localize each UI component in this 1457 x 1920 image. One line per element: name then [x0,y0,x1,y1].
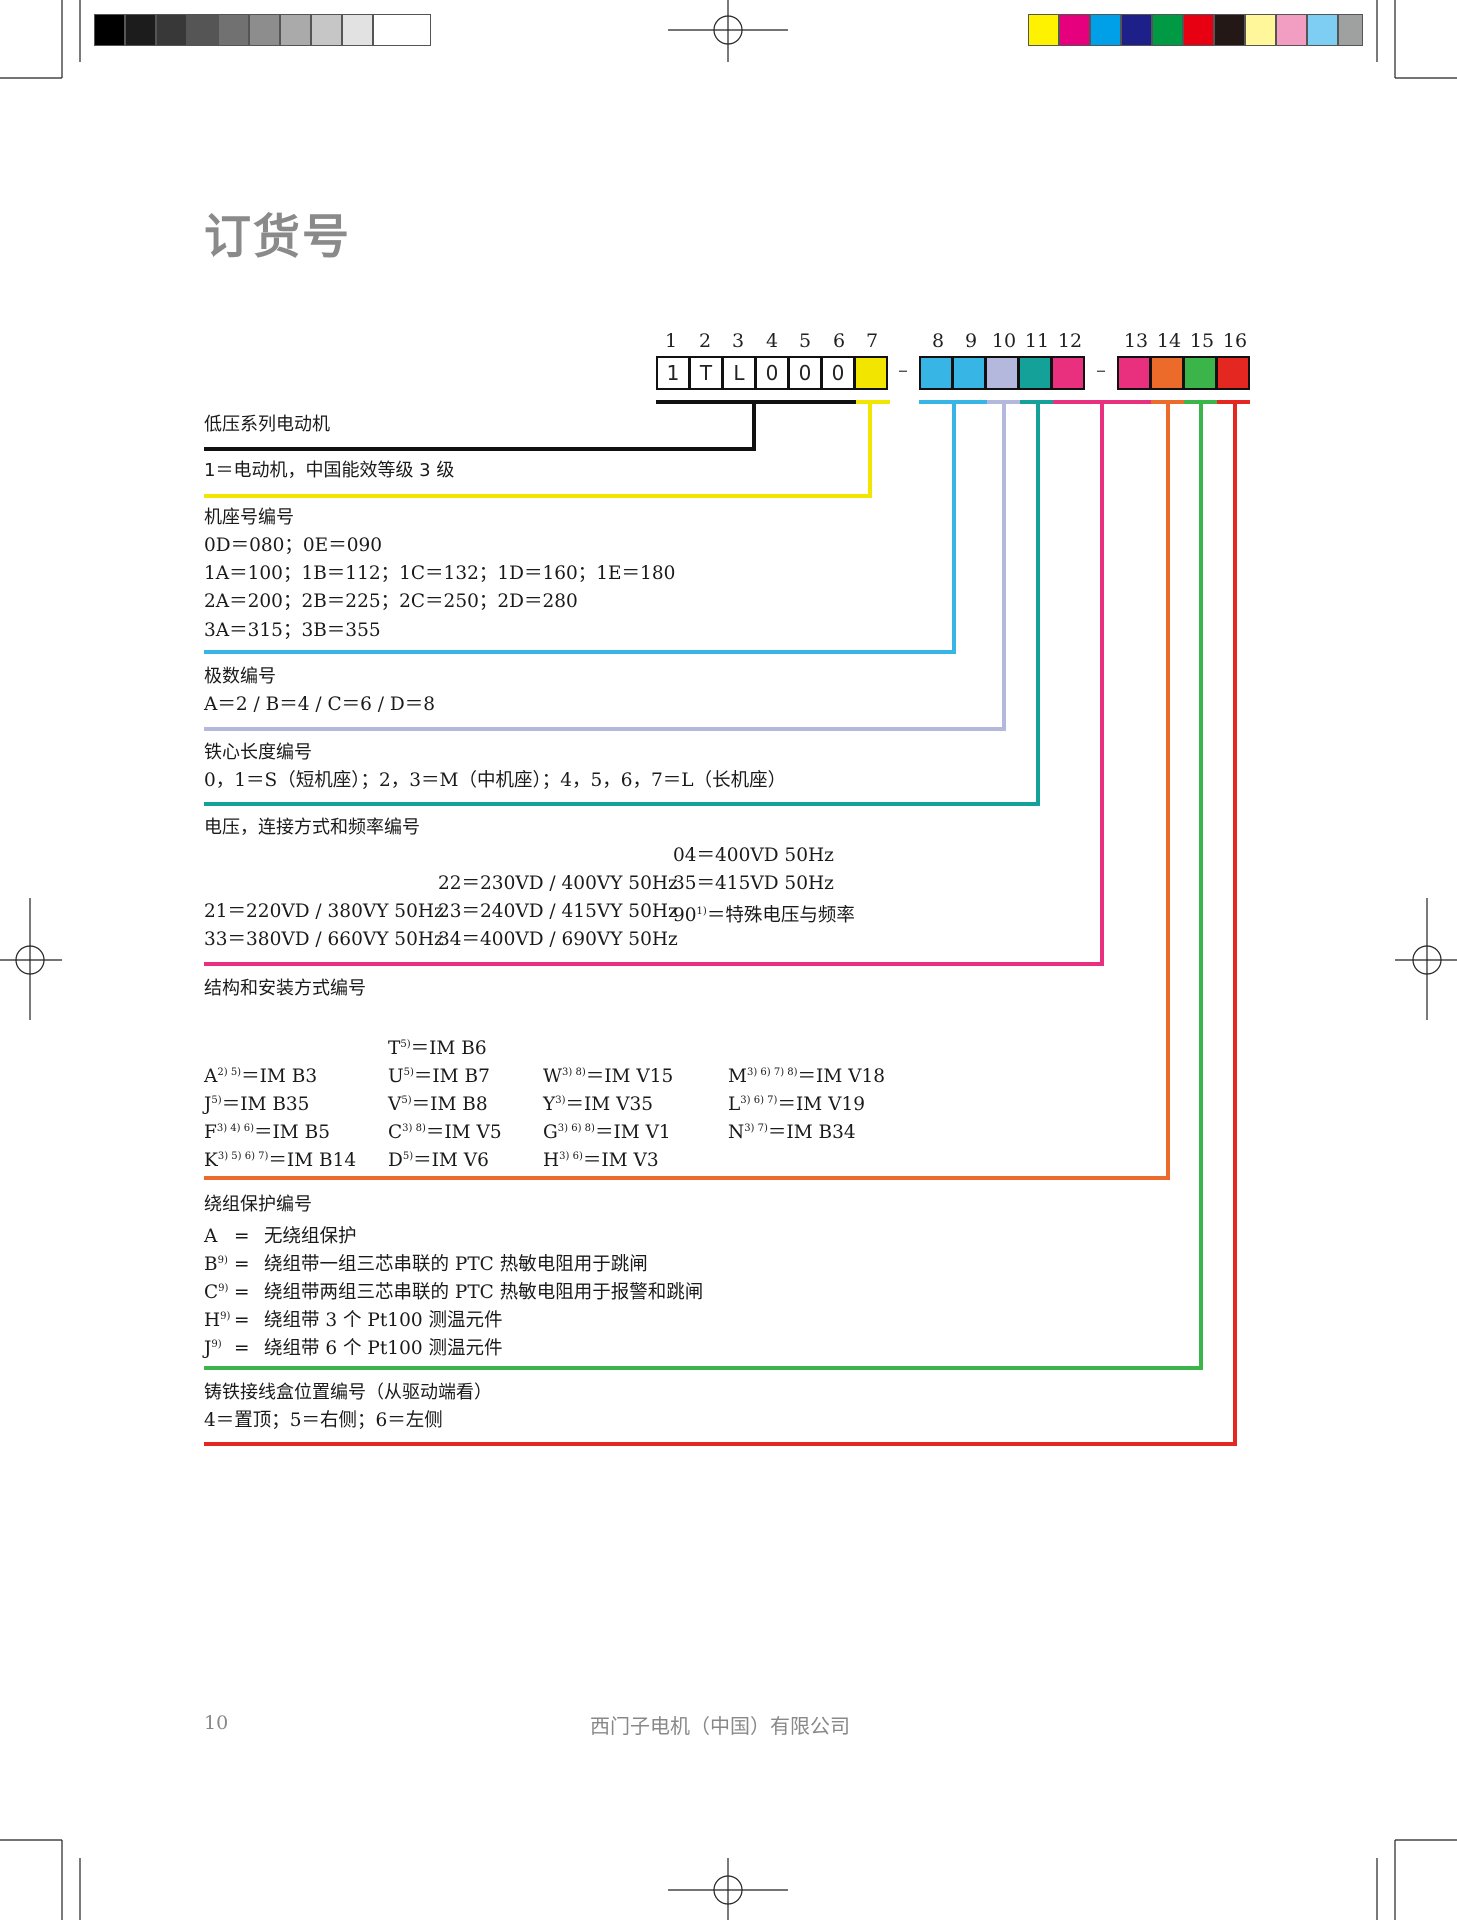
winding-heading: 绕组保护编号 [204,1194,312,1215]
position-number: 9 [964,330,978,352]
core-line: 0，1＝S（短机座）；2，3＝M（中机座）；4，5，6，7＝L（长机座） [204,770,787,791]
position-number: 16 [1222,330,1248,352]
terminal-heading: 铸铁接线盒位置编号（从驱动端看） [204,1382,492,1403]
mounting-item: V5)＝IM B8 [388,1094,488,1115]
poles-line: A＝2 / B＝4 / C＝6 / D＝8 [204,694,436,715]
code-slot-cyan [919,356,953,390]
winding-item: H9)=绕组带 3 个 Pt100 测温元件 [204,1310,503,1331]
voltage-code: 22＝230VD / 400VY 50Hz [438,873,678,894]
position-number: 6 [832,330,846,352]
voltage-code: 33＝380VD / 660VY 50Hz [204,929,444,950]
code-slot-lavender [985,356,1019,390]
voltage-code: 04＝400VD 50Hz [673,845,834,866]
mounting-item: F3) 4) 6)＝IM B5 [204,1122,330,1143]
mounting-item: C3) 8)＝IM V5 [388,1122,502,1143]
mounting-item: K3) 5) 6) 7)＝IM B14 [204,1150,357,1171]
footer-company: 西门子电机（中国）有限公司 [590,1714,850,1738]
voltage-code: 23＝240VD / 415VY 50Hz [438,901,678,922]
position-number: 12 [1057,330,1083,352]
winding-item: B9)=绕组带一组三芯串联的 PTC 热敏电阻用于跳闸 [204,1254,648,1275]
position-number: 3 [731,330,745,352]
winding-item: A=无绕组保护 [204,1226,357,1247]
winding-item: C9)=绕组带两组三芯串联的 PTC 热敏电阻用于报警和跳闸 [204,1282,704,1303]
core-heading: 铁心长度编号 [204,742,312,763]
code-slot-teal [1018,356,1052,390]
series-heading: 低压系列电动机 [204,414,330,435]
mounting-item: U5)＝IM B7 [388,1066,490,1087]
efficiency-text: 1＝电动机，中国能效等级 3 级 [204,460,455,481]
code-slot-cyan [952,356,986,390]
position-number: 14 [1156,330,1182,352]
frame-line: 3A＝315；3B＝355 [204,620,381,641]
mounting-item: D5)＝IM V6 [388,1150,489,1171]
position-number: 10 [991,330,1017,352]
position-number: 7 [865,330,879,352]
code-slot-green [1183,356,1217,390]
position-number: 2 [698,330,712,352]
page-number: 10 [204,1712,229,1734]
mounting-item: T5)＝IM B6 [388,1038,487,1059]
mounting-item: Y3)＝IM V35 [543,1094,654,1115]
terminal-line: 4＝置顶；5＝右侧；6＝左侧 [204,1410,443,1431]
code-char-box: L [722,356,756,390]
code-char-box: 0 [788,356,822,390]
frame-heading: 机座号编号 [204,507,294,528]
poles-heading: 极数编号 [204,666,276,687]
code-char-box: 0 [755,356,789,390]
code-char-box: 1 [656,356,690,390]
page-title: 订货号 [204,210,351,265]
code-separator: – [898,358,908,382]
position-number: 5 [798,330,812,352]
code-slot-orange [1150,356,1184,390]
code-slot-red [1216,356,1250,390]
voltage-code: 34＝400VD / 690VY 50Hz [438,929,678,950]
voltage-code-special: 901)＝特殊电压与频率 [673,905,855,926]
voltage-code: 21＝220VD / 380VY 50Hz [204,901,444,922]
mounting-item: N3) 7)＝IM B34 [728,1122,856,1143]
mounting-item: H3) 6)＝IM V3 [543,1150,659,1171]
code-separator: – [1096,358,1106,382]
position-number: 13 [1123,330,1149,352]
mounting-item: G3) 6) 8)＝IM V1 [543,1122,671,1143]
frame-line: 2A＝200；2B＝225；2C＝250；2D＝280 [204,591,578,612]
code-char-box: 0 [821,356,855,390]
position-number: 11 [1024,330,1050,352]
mounting-heading: 结构和安装方式编号 [204,978,366,999]
code-slot-yellow [854,356,888,390]
position-number: 8 [931,330,945,352]
voltage-code: 35＝415VD 50Hz [673,873,834,894]
mounting-item: W3) 8)＝IM V15 [543,1066,674,1087]
voltage-heading: 电压，连接方式和频率编号 [204,817,420,838]
mounting-item: J5)＝IM B35 [204,1094,310,1115]
mounting-item: M3) 6) 7) 8)＝IM V18 [728,1066,886,1087]
mounting-item: A2) 5)＝IM B3 [204,1066,318,1087]
position-number: 1 [664,330,678,352]
code-slot-pink [1051,356,1085,390]
position-number: 15 [1189,330,1215,352]
frame-line: 0D＝080；0E＝090 [204,535,382,556]
winding-item: J9)=绕组带 6 个 Pt100 测温元件 [204,1338,503,1359]
position-number: 4 [765,330,779,352]
code-slot-magenta [1117,356,1151,390]
mounting-item: L3) 6) 7)＝IM V19 [728,1094,865,1115]
code-char-box: T [689,356,723,390]
frame-line: 1A＝100；1B＝112；1C＝132；1D＝160；1E＝180 [204,563,676,584]
